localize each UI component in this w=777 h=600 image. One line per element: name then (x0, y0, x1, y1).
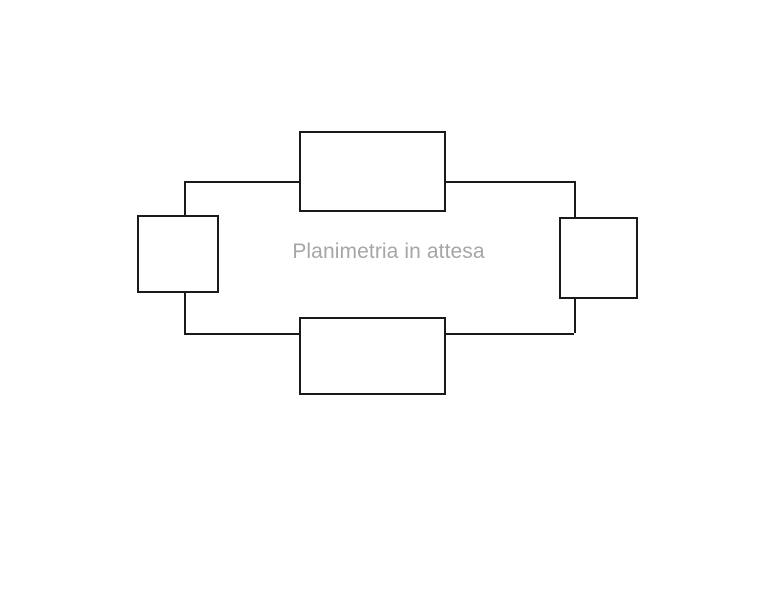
placeholder-caption: Planimetria in attesa (292, 240, 485, 263)
right-room-shape (559, 217, 638, 299)
top-room-shape (299, 131, 446, 212)
left-room-shape (137, 215, 219, 293)
bottom-room-shape (299, 317, 446, 395)
